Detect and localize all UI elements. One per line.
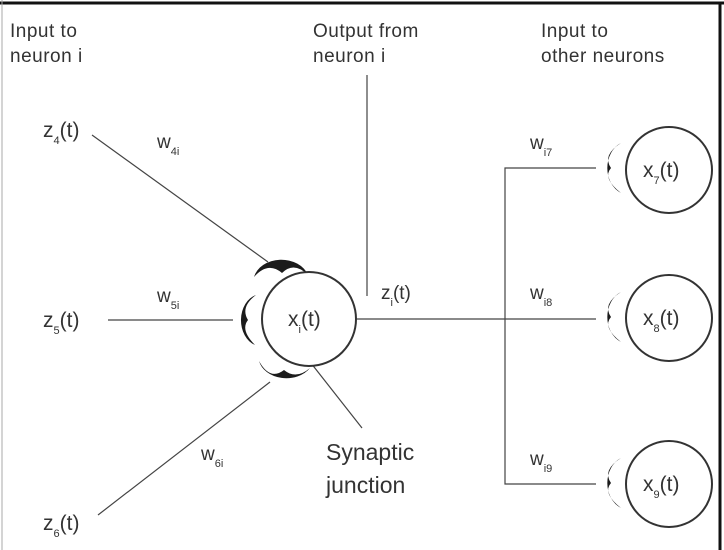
synapse-terminal-z5 <box>240 295 256 345</box>
weight-label-w5i: w5i <box>156 286 179 312</box>
synapse-terminal-z6 <box>259 361 310 379</box>
input-line-z6 <box>97 381 271 516</box>
neuron-i-label: xi(t) <box>288 308 321 336</box>
target-neuron-x7 <box>625 126 713 214</box>
branch-line <box>504 167 596 485</box>
synapse-terminal-x7 <box>607 143 621 193</box>
output-label-zi: zi(t) <box>381 283 411 309</box>
weight-label-wi9: wi9 <box>529 449 552 475</box>
synapse-terminal-z4 <box>254 259 308 277</box>
target-neuron-x9 <box>625 440 713 528</box>
target-neuron-x8 <box>625 274 713 362</box>
neuron-i-body <box>261 271 357 367</box>
header-input-line2: neuron i <box>10 46 83 67</box>
weight-label-w6i: w6i <box>200 444 223 470</box>
target-label-x9: x9(t) <box>643 473 679 501</box>
header-input-line1: Input to <box>10 21 77 42</box>
synaptic-pointer-line <box>306 357 363 429</box>
weight-label-wi7: wi7 <box>529 133 552 159</box>
input-line-z4 <box>91 134 269 263</box>
synapse-terminal-x9 <box>607 458 621 508</box>
synaptic-junction-line1: Synaptic <box>326 439 414 465</box>
synaptic-junction-line2: junction <box>325 472 405 498</box>
target-label-x8: x8(t) <box>643 307 679 335</box>
weight-label-wi8: wi8 <box>529 283 552 309</box>
header-output-line2: neuron i <box>313 46 386 67</box>
input-label-z5: z5(t) <box>43 309 79 337</box>
header-other-line2: other neurons <box>541 46 665 67</box>
target-label-x7: x7(t) <box>643 159 679 187</box>
synapse-terminal-x8 <box>607 292 621 342</box>
header-other-line1: Input to <box>541 21 608 42</box>
input-label-z6: z6(t) <box>43 512 79 540</box>
header-output-line1: Output from <box>313 21 419 42</box>
weight-label-w4i: w4i <box>156 132 179 158</box>
input-label-z4: z4(t) <box>43 119 79 147</box>
